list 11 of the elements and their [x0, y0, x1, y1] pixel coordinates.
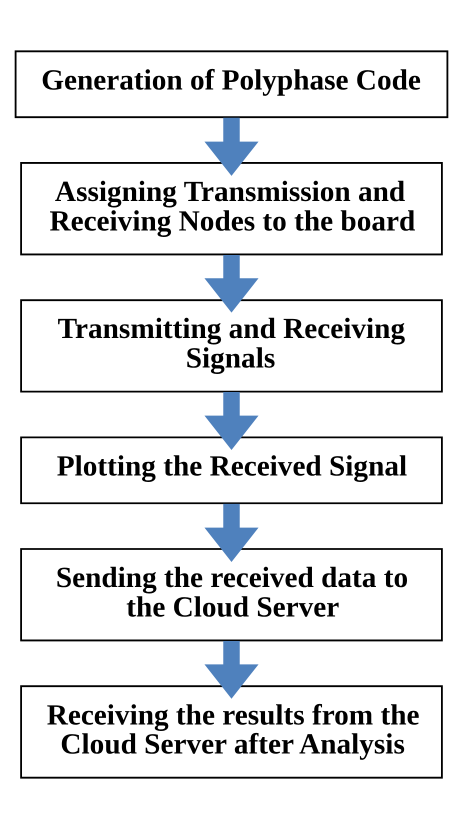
node-box: Receiving the results from the Cloud Server after Analysis — [20, 684, 443, 778]
node-box: Plotting the Received Signal — [20, 436, 443, 504]
node-box: Generation of Polyphase Code — [14, 50, 448, 118]
node-box: Transmitting and Receiving Signals — [20, 298, 443, 392]
arrow — [204, 503, 259, 562]
arrow — [204, 117, 259, 176]
arrow — [204, 254, 259, 312]
arrow — [204, 640, 259, 698]
node-box: Sending the received data to the Cloud Server — [20, 548, 443, 641]
arrow — [204, 392, 259, 450]
node-box: Assigning Transmission and Receiving Nodes to the board — [20, 162, 443, 255]
